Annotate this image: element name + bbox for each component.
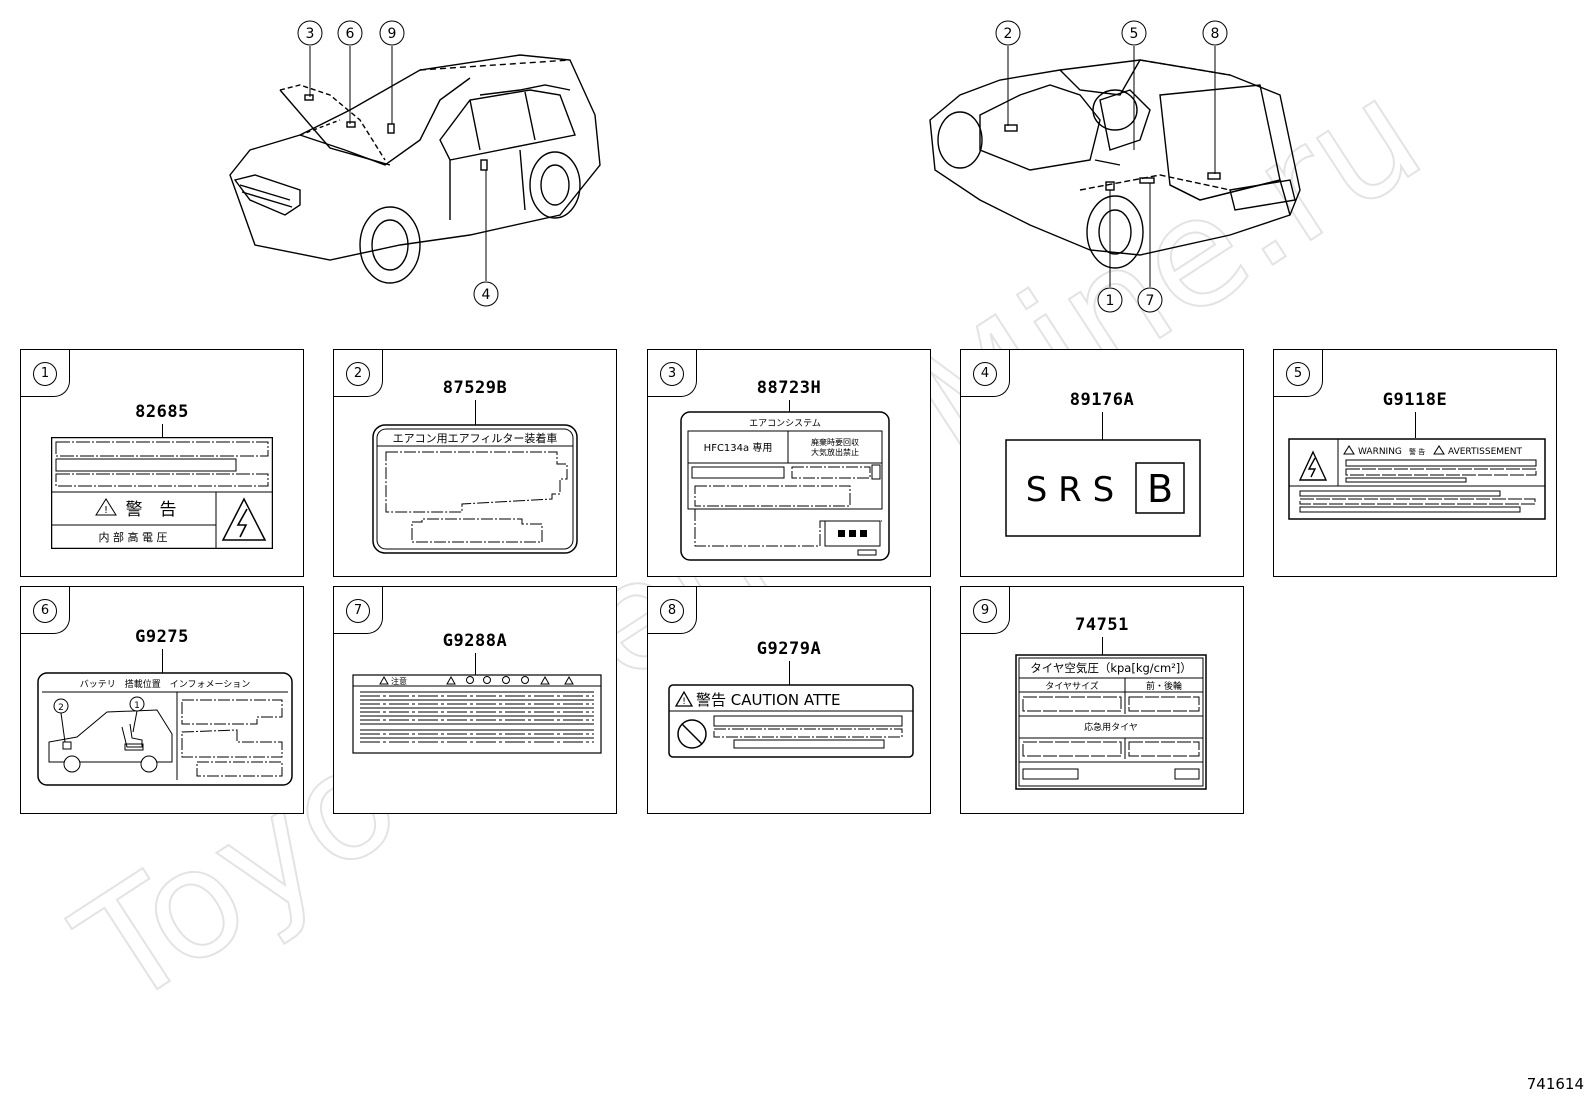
front-rear-label: 前・後輪 [1146,680,1182,692]
front-vehicle-drawing [229,54,601,284]
recovery-text-1: 廃棄時要回収 [811,437,859,447]
label-6-drawing: バッテリ 搭載位置 インフォメーション 2 1 [37,672,293,786]
label-panel-2: 2 87529B エアコン用エアフィルター装着車 [333,349,617,577]
srs-b-text: B [1147,467,1173,511]
callout-5: 5 [1130,26,1139,42]
part-number: G9118E [1382,390,1448,410]
callout-9: 9 [388,26,397,42]
panel-number: 2 [346,362,370,386]
caution-text: 警告 CAUTION ATTE [696,691,841,709]
avertissement: AVERTISSEMENT [1448,447,1522,457]
part-number: G9288A [442,631,508,651]
panel-number: 6 [33,599,57,623]
vehicle-drawings: 3 6 9 4 2 5 8 1 7 [229,20,1301,313]
panel-number: 9 [973,599,997,623]
part-number: 88723H [756,378,822,398]
callout-2: 2 [1004,26,1013,42]
callout-6: 6 [346,26,355,42]
srs-text: S R S [1026,470,1114,510]
label-panel-5: 5 G9118E WARNING 警 告 AVERTISSEMENT [1273,349,1557,577]
callout-1-small: 1 [134,701,140,711]
ac-system-title: エアコンシステム [749,418,821,429]
callout-7: 7 [1146,293,1155,309]
label-panel-9: 9 74751 タイヤ空気圧（kpa[kg/cm²]） タイヤサイズ 前・後輪 … [960,586,1244,814]
panel-number: 8 [660,599,684,623]
part-number: 74751 [1075,615,1129,635]
warning-en: WARNING [1358,447,1402,457]
label-panel-1: 1 82685 ! 警 告 内 部 高 電 圧 [20,349,304,577]
label-5-drawing: WARNING 警 告 AVERTISSEMENT [1288,438,1546,520]
high-voltage-text: 内 部 高 電 圧 [99,530,168,544]
label-1-drawing: ! 警 告 内 部 高 電 圧 [51,437,273,549]
panel-number: 7 [346,599,370,623]
tire-size-label: タイヤサイズ [1045,680,1098,692]
caution-head: 注意 [391,676,407,686]
callout-8: 8 [1211,26,1220,42]
label-4-drawing: S R S B [1005,439,1201,537]
callout-3: 3 [306,26,315,42]
tire-pressure-title: タイヤ空気圧（kpa[kg/cm²]） [1030,661,1192,675]
label-7-drawing: 注意 [352,674,602,754]
part-number: 89176A [1069,390,1135,410]
svg-text:!: ! [104,505,108,516]
diagram-code: 741614 [1526,1075,1584,1093]
label-panel-6: 6 G9275 バッテリ 搭載位置 インフォメーション 2 1 [20,586,304,814]
panel-number: 1 [33,362,57,386]
label-panel-3: 3 88723H エアコンシステム HFC134a 専用 廃棄時要回収 大気放出… [647,349,931,577]
panel-number: 5 [1286,362,1310,386]
label-panel-8: 8 G9279A ! 警告 CAUTION ATTE [647,586,931,814]
label-9-drawing: タイヤ空気圧（kpa[kg/cm²]） タイヤサイズ 前・後輪 応急用タイヤ [1015,654,1207,790]
label-panel-4: 4 89176A S R S B [960,349,1244,577]
panel-number: 3 [660,362,684,386]
warning-jp: 警 告 [1409,447,1425,456]
air-filter-title: エアコン用エアフィルター装着車 [393,431,558,445]
callout-4: 4 [482,287,491,303]
label-8-drawing: ! 警告 CAUTION ATTE [668,684,914,758]
part-number: G9275 [135,627,189,647]
refrigerant-type: HFC134a 専用 [704,442,773,454]
warning-text: 警 告 [126,500,177,520]
label-panel-7: 7 G9288A 注意 [333,586,617,814]
part-number: 87529B [442,378,508,398]
spare-tire-label: 応急用タイヤ [1084,721,1138,733]
battery-info-title: バッテリ 搭載位置 インフォメーション [80,678,251,690]
part-number: G9279A [756,639,822,659]
svg-text:!: ! [682,697,686,707]
callout-2-small: 2 [58,703,64,713]
rear-vehicle-drawing [929,59,1301,269]
callout-1: 1 [1106,293,1115,309]
label-2-drawing: エアコン用エアフィルター装着車 [372,424,578,554]
part-number: 82685 [135,402,189,422]
panel-number: 4 [973,362,997,386]
recovery-text-2: 大気放出禁止 [811,447,859,457]
label-3-drawing: エアコンシステム HFC134a 専用 廃棄時要回収 大気放出禁止 [680,411,890,561]
